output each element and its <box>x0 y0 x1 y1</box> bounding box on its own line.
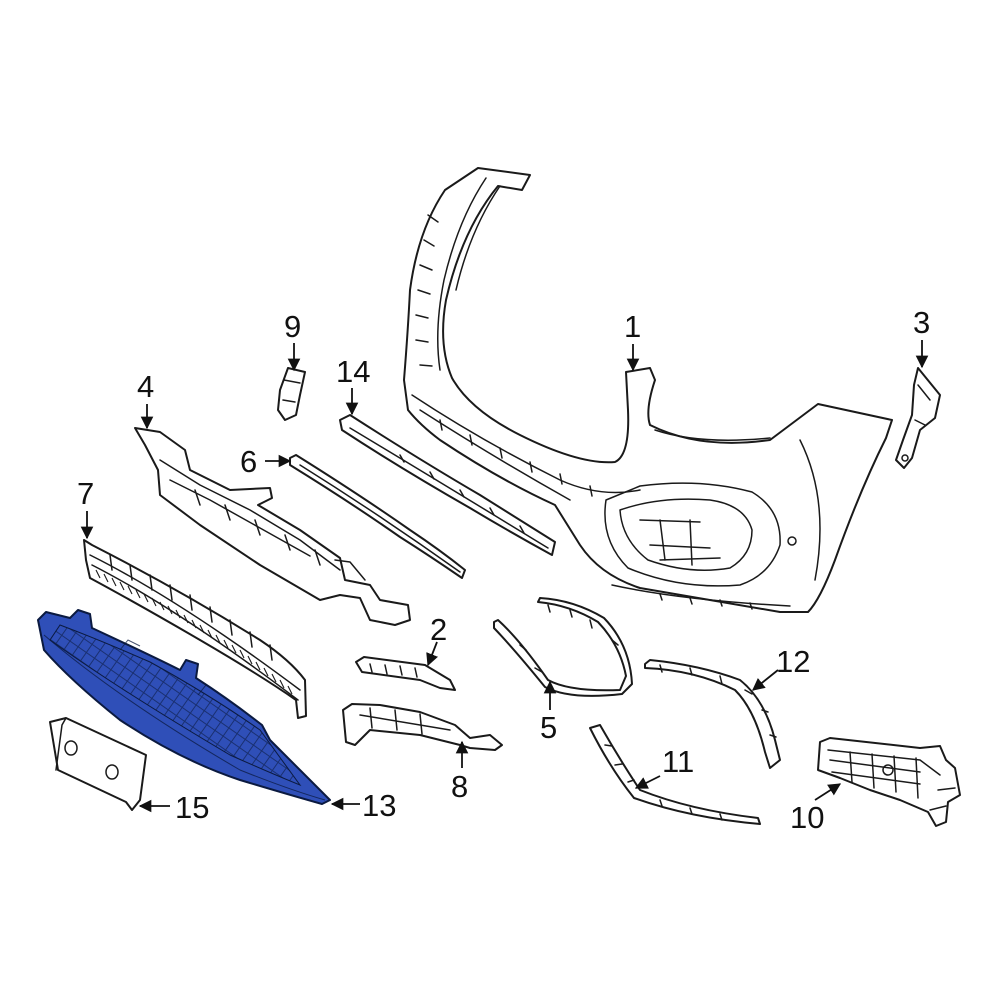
callout-9: 9 <box>284 309 301 344</box>
callout-13: 13 <box>362 788 396 823</box>
callout-12: 12 <box>776 644 810 679</box>
part-12-trim-strip[interactable] <box>644 659 781 769</box>
callout-10: 10 <box>790 800 824 835</box>
part-5-trim-ring[interactable] <box>493 597 633 697</box>
callout-14: 14 <box>336 354 370 389</box>
part-9-small-bracket[interactable] <box>277 367 306 421</box>
part-15-license-bracket[interactable] <box>49 717 147 811</box>
callout-11: 11 <box>662 744 694 779</box>
callout-2: 2 <box>430 612 447 647</box>
callout-6: 6 <box>240 444 257 479</box>
callout-7: 7 <box>77 476 94 511</box>
part-4-energy-absorber[interactable] <box>134 427 411 626</box>
part-1-bumper-cover[interactable] <box>403 167 893 613</box>
callout-3: 3 <box>913 305 930 340</box>
part-11-trim-strip[interactable] <box>589 724 761 825</box>
callout-5: 5 <box>540 710 557 745</box>
part-7-lower-grille[interactable] <box>83 539 307 719</box>
callout-1: 1 <box>624 309 641 344</box>
callout-4: 4 <box>137 369 154 404</box>
part-2-grille-insert[interactable] <box>355 656 456 691</box>
part-10-side-grille[interactable] <box>817 737 961 827</box>
part-8-lower-bracket[interactable] <box>342 703 503 751</box>
callout-labels: 1 2 3 4 5 6 7 8 9 10 11 12 13 14 15 <box>77 305 930 835</box>
part-6-trim-strip[interactable] <box>289 454 466 579</box>
part-13-lower-cover-highlighted[interactable] <box>37 609 331 805</box>
part-14-upper-trim-strip[interactable] <box>339 414 556 556</box>
part-3-side-bracket[interactable] <box>895 367 941 469</box>
callout-8: 8 <box>451 769 468 804</box>
leader-lines <box>80 340 929 813</box>
callout-15: 15 <box>175 790 209 825</box>
